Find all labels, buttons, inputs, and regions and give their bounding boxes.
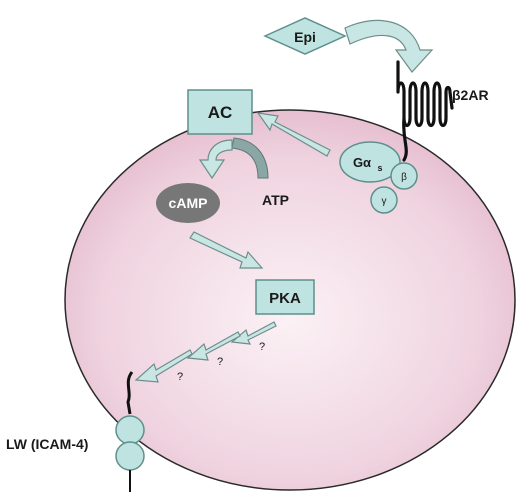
pka-box [255, 279, 315, 315]
question-mark-2: ? [217, 356, 223, 368]
camp-molecule [156, 183, 220, 223]
g-gamma-subunit [370, 186, 398, 214]
question-mark-1: ? [259, 341, 265, 353]
camp-label: cAMP [169, 195, 208, 211]
g-alpha-label: Gα [353, 155, 371, 170]
epi-binding-arrow [344, 19, 434, 73]
atp-label: ATP [262, 192, 289, 208]
g-beta-subunit [390, 162, 418, 190]
beta2-adrenergic-receptor [396, 60, 454, 162]
atp-curved-arrow [231, 137, 269, 179]
lw-domain-upper [115, 415, 145, 445]
beta2ar-label: β2AR [452, 87, 489, 103]
g-alpha-subunit [339, 141, 401, 183]
g-beta-label: β [401, 172, 407, 183]
pka-label: PKA [269, 290, 301, 307]
lw-icam4-label: LW (ICAM-4) [6, 436, 88, 452]
adenylyl-cyclase-box [187, 89, 253, 135]
pka-arrow-middle [186, 331, 241, 361]
ac-label: AC [208, 103, 233, 122]
pka-arrow-lower [134, 349, 193, 383]
question-mark-3: ? [177, 371, 183, 383]
lw-cytoplasmic-tail [126, 371, 134, 415]
camp-to-pka-arrow [189, 231, 264, 269]
lw-domain-lower [115, 441, 145, 471]
pka-arrow-upper [230, 321, 277, 345]
galpha-to-ac-arrow [256, 112, 331, 157]
g-alpha-subscript: s [377, 163, 382, 173]
camp-curved-arrow [198, 139, 233, 180]
epi-label: Epi [294, 29, 316, 45]
epi-diamond [263, 17, 347, 55]
g-gamma-label: γ [382, 196, 387, 207]
